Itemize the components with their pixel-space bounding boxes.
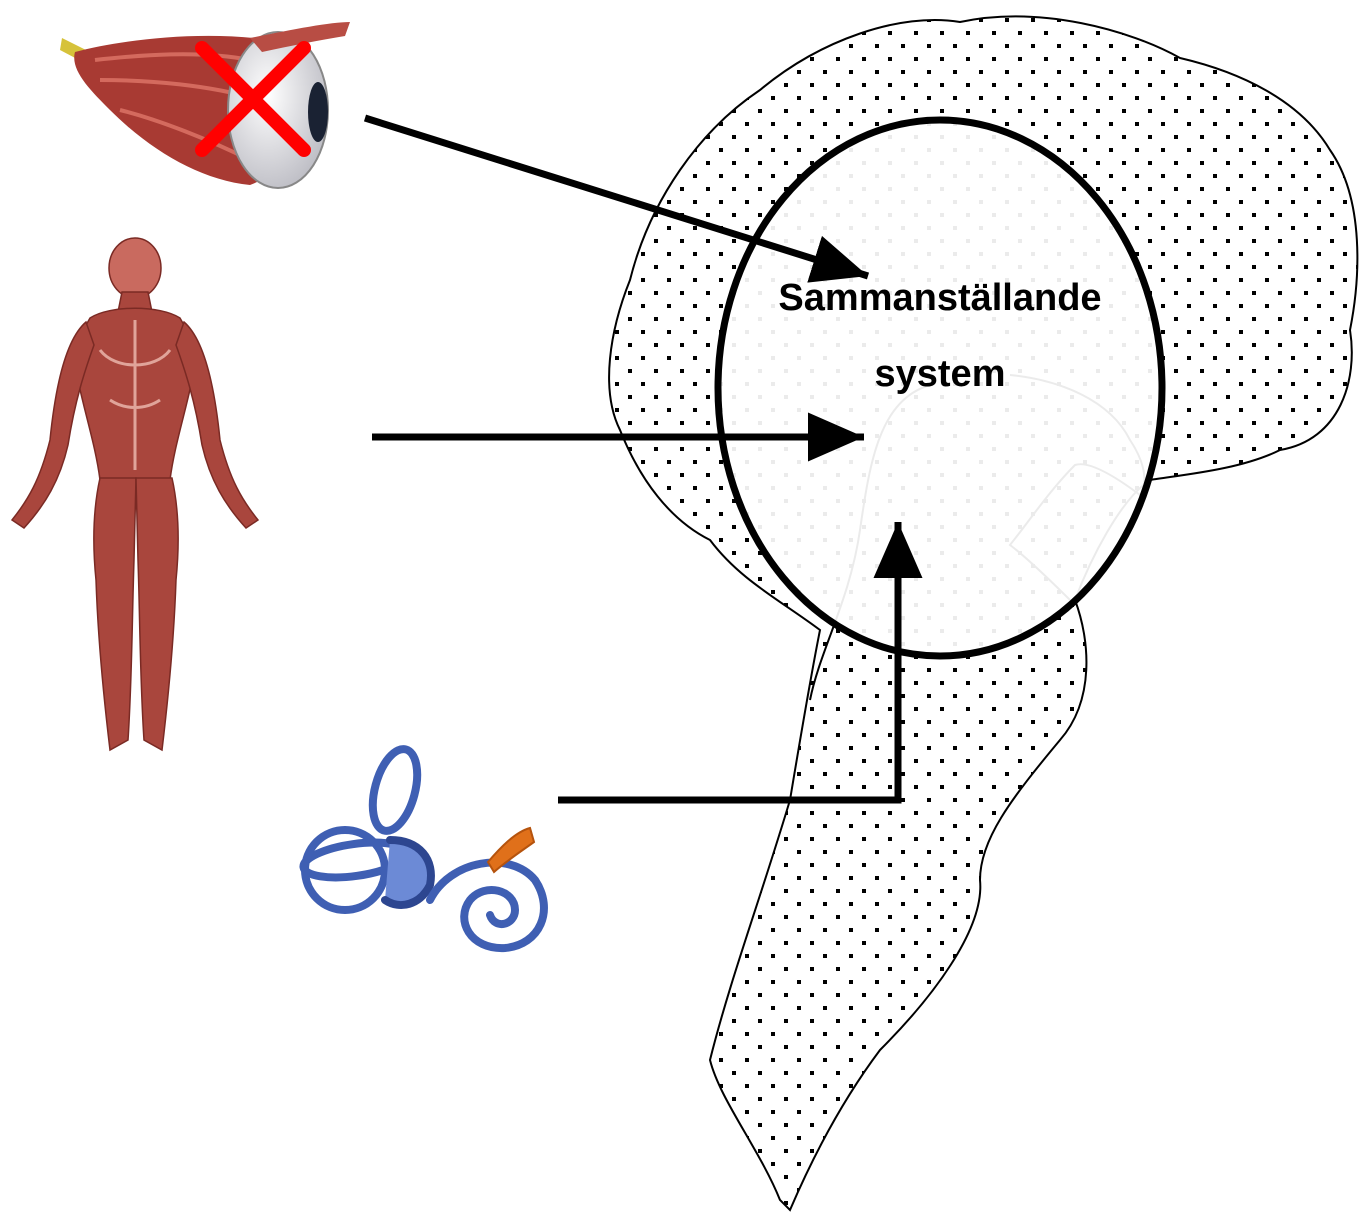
inner-ear-icon	[301, 744, 544, 948]
body-head	[109, 238, 161, 298]
pupil	[308, 82, 328, 142]
label-line-1: Sammanställande	[778, 277, 1101, 319]
semicircular-canal-superior	[365, 744, 425, 835]
body-right-leg	[136, 478, 178, 750]
cochlea-spiral	[430, 863, 544, 949]
body-left-arm	[12, 322, 94, 528]
body-right-arm	[176, 322, 258, 528]
vestibule	[385, 840, 431, 905]
human-muscular-body-icon	[12, 238, 258, 750]
body-left-leg	[94, 478, 136, 750]
label-line-2: system	[875, 353, 1006, 395]
